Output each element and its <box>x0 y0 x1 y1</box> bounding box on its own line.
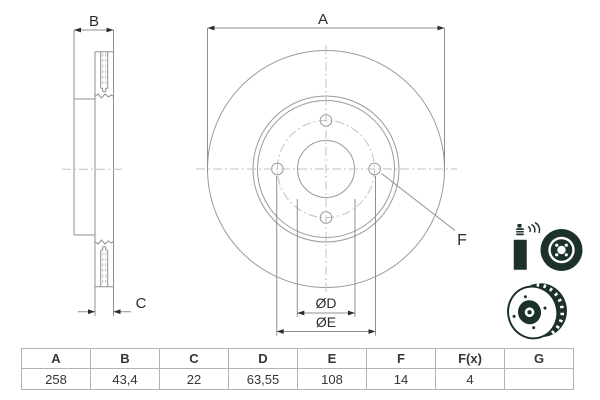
arrowhead <box>74 27 81 33</box>
header-cell-fx: F(x) <box>435 348 505 369</box>
header-cell-f: F <box>366 348 436 369</box>
bolt-dot <box>564 243 568 247</box>
arrowhead <box>368 329 376 334</box>
bolt-dot <box>512 314 516 318</box>
dim-label-d: ØD <box>316 295 337 311</box>
arrowhead <box>348 310 355 316</box>
header-cell-b: B <box>90 348 160 369</box>
side-view <box>62 27 131 316</box>
dim-label-c: C <box>136 295 147 312</box>
dim-label-a: A <box>318 11 328 28</box>
value-cell-g <box>504 368 574 390</box>
arrowhead <box>276 329 284 334</box>
bolt-dot <box>543 306 547 310</box>
vented-disc-icon <box>507 283 567 340</box>
dimension-e <box>276 176 376 336</box>
arrowhead <box>106 27 114 33</box>
value-cell-fx: 4 <box>435 368 505 390</box>
value-cell-d: 63,55 <box>228 368 298 390</box>
header-cell-e: E <box>297 348 367 369</box>
leader-line-f <box>381 173 456 231</box>
arrowhead <box>437 25 445 31</box>
dimension-c <box>78 292 131 316</box>
value-cell-e: 108 <box>297 368 367 390</box>
bolt-dot <box>564 253 568 257</box>
spec-table-header-row: A B C D E F F(x) G <box>21 348 574 369</box>
bolt-dot <box>555 243 559 247</box>
spec-table-value-row: 258 43,4 22 63,55 108 14 4 <box>21 368 574 390</box>
coated-disc-spray-icon <box>511 221 583 273</box>
value-cell-c: 22 <box>159 368 229 390</box>
dimension-a <box>207 25 445 172</box>
arrowhead <box>297 310 305 316</box>
value-cell-f: 14 <box>366 368 436 390</box>
vent-slots <box>536 283 565 336</box>
header-cell-g: G <box>504 348 574 369</box>
header-cell-a: A <box>21 348 91 369</box>
break-line <box>94 93 114 99</box>
dim-label-b: B <box>89 13 99 30</box>
bolt-dot <box>555 253 559 257</box>
header-cell-d: D <box>228 348 298 369</box>
dim-label-e: ØE <box>316 314 336 330</box>
value-cell-b: 43,4 <box>90 368 160 390</box>
center-hole <box>557 245 566 255</box>
spec-table: A B C D E F F(x) G 258 43,4 22 63,55 108… <box>21 348 574 390</box>
product-icons <box>507 221 583 340</box>
arrowhead <box>207 25 215 31</box>
bolt-dot <box>532 326 536 330</box>
dimension-b <box>74 27 114 33</box>
bolt-dot <box>523 295 527 299</box>
spray-can-icon <box>511 221 541 273</box>
header-cell-c: C <box>159 348 229 369</box>
break-line <box>94 239 114 245</box>
value-cell-a: 258 <box>21 368 91 390</box>
front-view <box>196 25 457 336</box>
dimension-d <box>296 199 356 317</box>
arrowhead <box>113 309 121 315</box>
dim-label-f: F <box>457 232 467 249</box>
arrowhead <box>88 309 95 315</box>
spray-lines <box>527 221 541 234</box>
